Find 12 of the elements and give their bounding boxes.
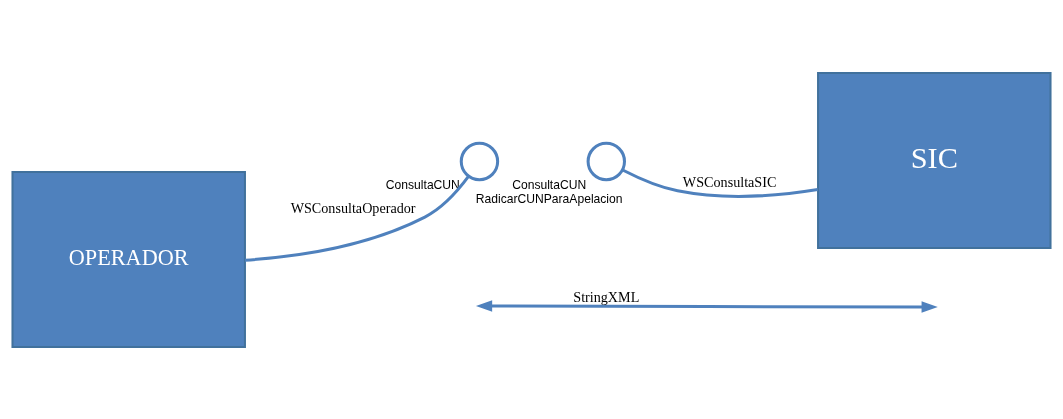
node-label: RadicarCUNParaApelacion	[475, 191, 623, 206]
connector	[244, 175, 470, 262]
edge-label: WSConsultaOperador	[290, 199, 416, 216]
node-box: OPERADOR	[11, 170, 246, 348]
connector	[621, 168, 818, 198]
legend-label: StringXML	[573, 288, 640, 305]
node-circle	[459, 141, 500, 181]
node-box: SIC	[817, 71, 1052, 249]
node-circle	[586, 141, 626, 181]
node-label: ConsultaCUN	[512, 177, 587, 192]
edge-label: WSConsultaSIC	[682, 173, 777, 190]
node-label: ConsultaCUN	[385, 177, 460, 192]
